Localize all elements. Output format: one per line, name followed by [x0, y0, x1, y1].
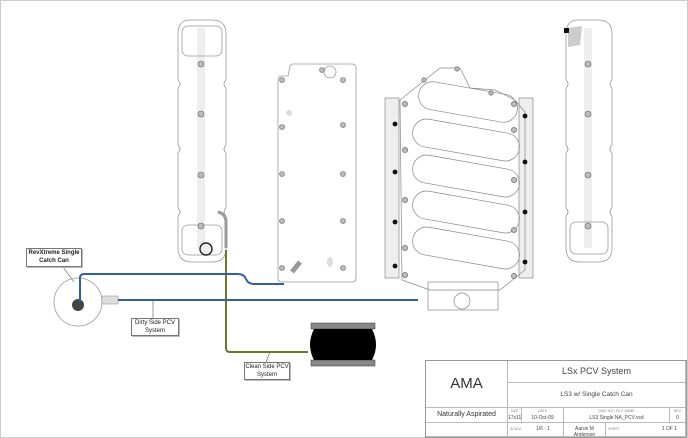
- right-valve-cover-bolts: [584, 60, 592, 230]
- scale-label: SCALE: [510, 427, 522, 431]
- size-value: 17x11: [508, 415, 522, 421]
- valley-cover-bolts: [279, 67, 346, 271]
- company-name: AMA: [450, 375, 483, 392]
- intake-manifold: [384, 67, 534, 311]
- scale-value: 1/6 : 1: [536, 426, 550, 432]
- dirty-side-hose-upper: [79, 273, 284, 302]
- clean-side-hose: [225, 250, 308, 353]
- callout-dirty-side: Dirty Side PCV System: [131, 318, 179, 336]
- catch-can: [53, 277, 119, 327]
- manifold-bolts: [402, 66, 517, 279]
- breather-tube: [217, 210, 228, 248]
- dwg-label: DWG NO / FILE NAME: [598, 409, 635, 413]
- right-valve-cover: [565, 19, 613, 263]
- sheet-value: 1 OF 1: [661, 426, 677, 432]
- dwg-value: LS3 Single NA_PCV.vsd: [589, 415, 644, 421]
- rev-value: 0: [676, 415, 679, 421]
- valley-pcv-fitting: [290, 260, 302, 274]
- drawing-subtitle: LS3 w/ Single Catch Can: [560, 391, 633, 398]
- rev-label: REV: [673, 409, 682, 413]
- author: Aaron M Anderson: [573, 426, 596, 438]
- title-block: AMA LSx PCV System LS3 w/ Single Catch C…: [425, 360, 687, 438]
- air-filter: [310, 322, 376, 367]
- oil-fill-cap: [199, 242, 213, 256]
- date-value: 10-Oct-09: [531, 415, 554, 421]
- valley-cover: [277, 63, 357, 283]
- description: Naturally Aspirated: [437, 411, 496, 418]
- sheet-label: SHEET: [608, 427, 620, 431]
- left-valve-cover-bolts: [197, 60, 205, 230]
- manifold-black-bolts: [392, 113, 528, 269]
- right-cover-fitting: [564, 28, 569, 33]
- date-label: DATE: [537, 409, 548, 413]
- drawing-title: LSx PCV System: [561, 366, 632, 376]
- size-label: SIZE: [510, 409, 519, 413]
- callout-clean-side: Clean Side PCV System: [244, 362, 290, 380]
- callout-catch-can: RevXtreme Single Catch Can: [26, 248, 82, 267]
